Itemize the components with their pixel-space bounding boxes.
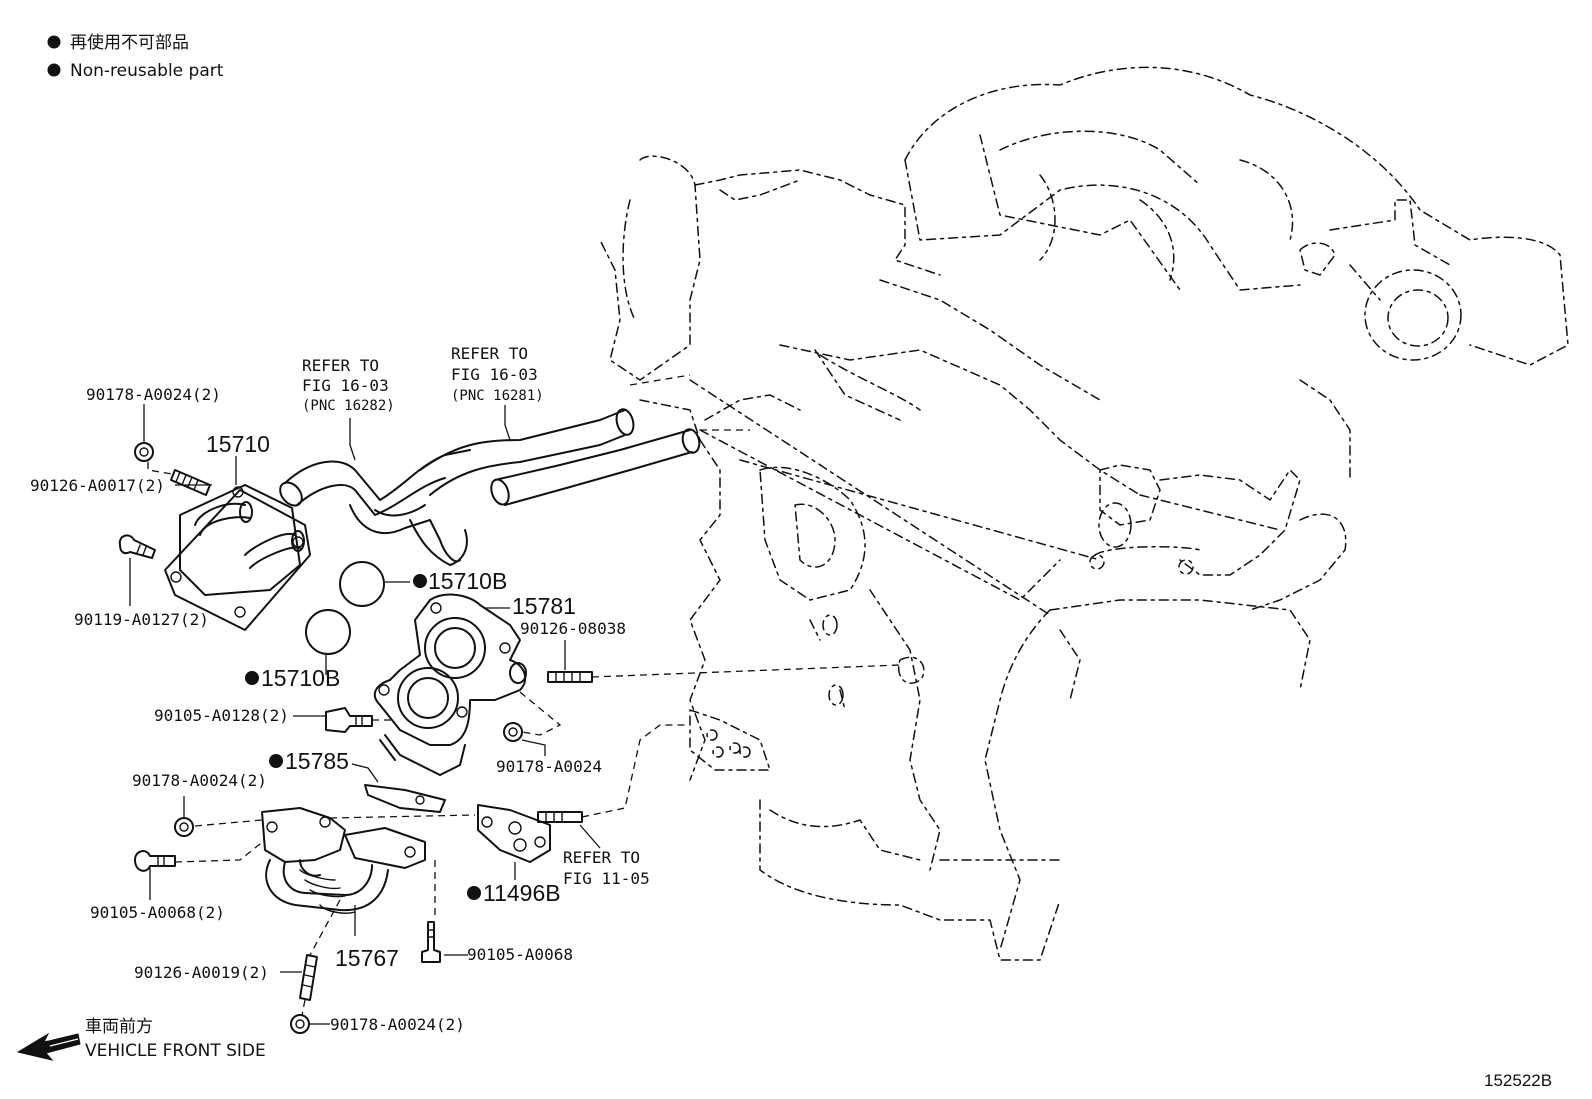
bolt-90105-a0128 <box>325 707 373 733</box>
stud-90126-a0017 <box>170 469 211 496</box>
o-ring-15710b-lower <box>305 609 351 655</box>
refer-2-line1: REFER TO <box>451 344 528 363</box>
refer-1-line2: FIG 16-03 <box>302 376 389 395</box>
nut-90178-top <box>134 442 154 462</box>
label-90105-a0068-2: 90105-A0068(2) <box>90 903 225 922</box>
gasket-15785 <box>364 784 446 813</box>
illustration-id: 152522B <box>1484 1071 1552 1090</box>
nut-90178-bottom <box>290 1014 310 1034</box>
oil-cooler-15710 <box>164 484 311 631</box>
engine-outline <box>599 66 1569 961</box>
label-90105-a0068: 90105-A0068 <box>467 945 573 964</box>
refer-1-line1: REFER TO <box>302 356 379 375</box>
label-15710: 15710 <box>206 431 270 457</box>
label-15710b-upper: 15710B <box>428 568 507 594</box>
label-15781: 15781 <box>512 593 576 619</box>
label-90119-a0127: 90119-A0127(2) <box>74 610 209 629</box>
legend: 再使用不可部品 Non-reusable part <box>47 32 224 81</box>
non-reusable-dot-icon <box>245 671 259 685</box>
front-arrow-icon <box>16 1032 81 1061</box>
bolt-90105-a0068-2 <box>134 850 176 872</box>
bolt-90119 <box>118 534 156 559</box>
label-15767: 15767 <box>335 945 399 971</box>
label-90126-08038: 90126-08038 <box>520 619 626 638</box>
o-ring-15710b-upper <box>339 561 385 607</box>
label-15710b-lower: 15710B <box>261 665 340 691</box>
label-90105-a0128: 90105-A0128(2) <box>154 706 289 725</box>
label-90126-a0017: 90126-A0017(2) <box>30 476 165 495</box>
label-90178-left: 90178-A0024(2) <box>132 771 267 790</box>
refer-note-1: REFER TO FIG 16-03 (PNC 16282) <box>302 356 395 414</box>
refer-note-3: REFER TO FIG 11-05 <box>563 848 650 888</box>
refer-2-line2: FIG 16-03 <box>451 365 538 384</box>
refer-1-line3: (PNC 16282) <box>302 398 395 414</box>
bolt-90105-a0068 <box>421 921 441 963</box>
label-90178-bottom: 90178-A0024(2) <box>330 1015 465 1034</box>
leader-lines <box>129 374 901 1025</box>
stud-near-gasket <box>537 811 583 823</box>
legend-en: Non-reusable part <box>70 61 224 81</box>
oil-pipe-15767 <box>261 807 426 914</box>
legend-jp: 再使用不可部品 <box>70 32 189 53</box>
label-90178-mid: 90178-A0024 <box>496 757 602 776</box>
refer-note-2: REFER TO FIG 16-03 (PNC 16281) <box>451 344 544 404</box>
part-labels: 90178-A0024(2) 15710 90126-A0017(2) 9011… <box>30 385 626 1034</box>
direction-jp: 車両前方 <box>85 1017 153 1037</box>
non-reusable-dot-icon <box>467 886 481 900</box>
refer-2-line3: (PNC 16281) <box>451 388 544 404</box>
label-90126-a0019: 90126-A0019(2) <box>134 963 269 982</box>
non-reusable-dot-icon <box>47 63 61 77</box>
gasket-11496b <box>477 804 551 863</box>
refer-3-line1: REFER TO <box>563 848 640 867</box>
bracket-15781 <box>373 593 527 776</box>
refer-3-line2: FIG 11-05 <box>563 869 650 888</box>
non-reusable-dot-icon <box>47 35 61 49</box>
label-90178-top: 90178-A0024(2) <box>86 385 221 404</box>
label-11496b: 11496B <box>483 880 561 906</box>
label-15785: 15785 <box>285 748 349 774</box>
stud-90126-08038 <box>547 671 593 683</box>
non-reusable-dot-icon <box>269 754 283 768</box>
nut-90178-mid <box>503 722 523 742</box>
non-reusable-dot-icon <box>413 574 427 588</box>
water-hoses <box>279 408 701 566</box>
vehicle-front-indicator: 車両前方 VEHICLE FRONT SIDE <box>16 1017 266 1061</box>
stud-90126-a0019 <box>299 954 318 1001</box>
nut-90178-left <box>174 817 194 837</box>
direction-en: VEHICLE FRONT SIDE <box>85 1041 266 1061</box>
